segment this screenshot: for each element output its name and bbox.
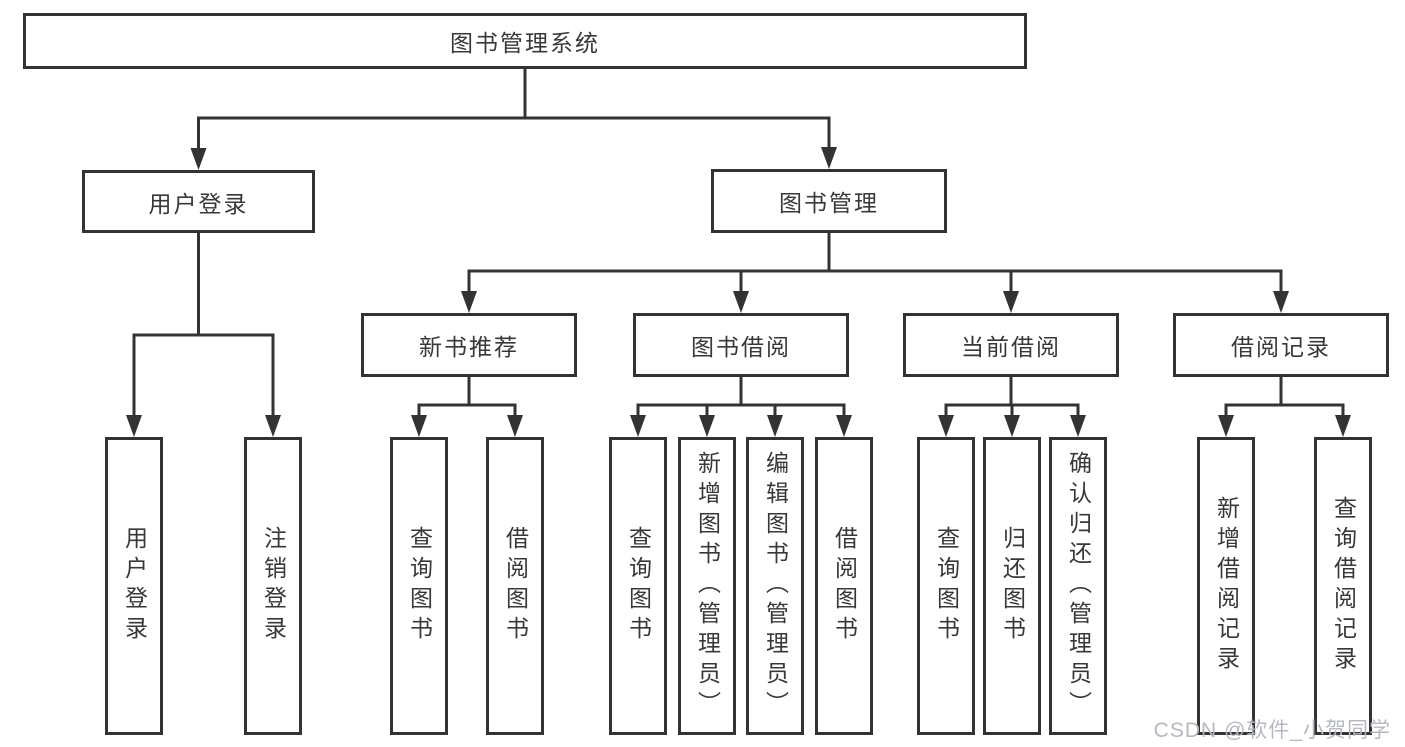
node-label: 图书管理系统 — [450, 30, 600, 56]
node-label: 查询图书 — [933, 526, 960, 646]
node-label: 查询借阅记录 — [1330, 496, 1357, 676]
node-book-borrowing: 图书借阅 — [633, 313, 849, 377]
leaf-user-login: 用户登录 — [105, 437, 163, 735]
node-label: 用户登录 — [148, 190, 249, 217]
node-label: 图书管理 — [779, 190, 879, 216]
node-label: 图书借阅 — [691, 334, 791, 360]
node-label: 注销登录 — [260, 526, 287, 646]
node-label: 借阅记录 — [1231, 334, 1331, 360]
node-label: 查询图书 — [406, 526, 433, 646]
leaf-add-book-admin: 新增图书（管理员） — [678, 437, 736, 735]
leaf-borrow-books-recommend: 借阅图书 — [486, 437, 544, 735]
node-label: 新书推荐 — [419, 334, 519, 360]
node-current-borrowing: 当前借阅 — [903, 313, 1119, 377]
leaf-query-books-recommend: 查询图书 — [390, 437, 448, 735]
node-label: 用户登录 — [121, 526, 148, 646]
node-book-management-branch: 图书管理 — [711, 169, 947, 233]
node-new-book-recommendation: 新书推荐 — [361, 313, 577, 377]
node-label: 借阅图书 — [502, 526, 529, 646]
node-label: 归还图书 — [999, 526, 1026, 646]
leaf-query-books-borrowing: 查询图书 — [609, 437, 667, 735]
leaf-add-borrowing-record: 新增借阅记录 — [1197, 437, 1255, 735]
leaf-edit-book-admin: 编辑图书（管理员） — [746, 437, 804, 735]
node-label: 确认归还（管理员） — [1065, 451, 1092, 721]
watermark: CSDN @软件_小贺同学 — [1153, 719, 1391, 742]
node-label: 新增借阅记录 — [1213, 496, 1240, 676]
node-root-library-management-system: 图书管理系统 — [23, 13, 1027, 69]
leaf-return-book: 归还图书 — [983, 437, 1041, 735]
leaf-logout: 注销登录 — [244, 437, 302, 735]
node-label: 借阅图书 — [831, 526, 858, 646]
leaf-query-books-current: 查询图书 — [917, 437, 975, 735]
node-user-login-branch: 用户登录 — [82, 170, 315, 233]
node-borrowing-records: 借阅记录 — [1173, 313, 1389, 377]
leaf-borrow-books-borrowing: 借阅图书 — [815, 437, 873, 735]
node-label: 当前借阅 — [961, 334, 1061, 360]
leaf-query-borrowing-record: 查询借阅记录 — [1314, 437, 1372, 735]
node-label: 查询图书 — [625, 526, 652, 646]
node-label: 编辑图书（管理员） — [762, 451, 789, 721]
node-label: 新增图书（管理员） — [694, 451, 721, 721]
leaf-confirm-return-admin: 确认归还（管理员） — [1049, 437, 1107, 735]
